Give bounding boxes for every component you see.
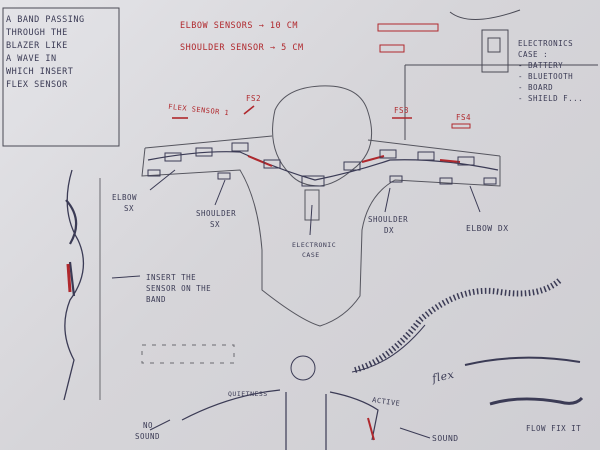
flow-fix-label: FLOW FIX IT	[526, 422, 581, 435]
electronic-case-label: ELECTRONIC CASE	[292, 240, 336, 260]
intro-note: A BAND PASSING THROUGH THE BLAZER LIKE A…	[6, 14, 85, 92]
wavy-band	[355, 280, 560, 370]
flow-band	[490, 398, 582, 404]
figure-head	[291, 356, 315, 380]
figure-body	[182, 390, 378, 450]
shoulder-sensor-note: SHOULDER SENSOR → 5 CM	[180, 42, 304, 55]
label-line: NO	[135, 420, 160, 431]
insert-line: SENSOR ON THE	[146, 283, 211, 294]
label-line: DX	[368, 225, 408, 236]
label-line: SHOULDER	[368, 214, 408, 225]
insert-line: INSERT THE	[146, 272, 211, 283]
shoulder-dx-label: SHOULDER DX	[368, 214, 408, 236]
elbow-sensors-note: ELBOW SENSORS → 10 CM	[180, 20, 298, 33]
insert-arrow	[112, 276, 140, 278]
elbow-dx-label: ELBOW DX	[466, 222, 509, 235]
figure-arrows	[150, 420, 430, 438]
intro-line: FLEX SENSOR	[6, 79, 85, 92]
shoulder-sensor-bar	[380, 45, 404, 52]
case-item: - BATTERY	[518, 60, 583, 71]
fs2-label: FS2	[246, 92, 261, 105]
sensor-segment-1	[248, 156, 272, 166]
intro-line: BLAZER LIKE	[6, 40, 85, 53]
label-line: SHOULDER	[196, 208, 236, 219]
device-sketch	[482, 30, 508, 72]
no-sound-label: NO SOUND	[135, 420, 160, 442]
fs2-mark	[244, 106, 254, 114]
fs4-label: FS4	[456, 111, 471, 124]
electronics-case-note: ELECTRONICS CASE : - BATTERY - BLUETOOTH…	[518, 38, 583, 104]
intro-line: THROUGH THE	[6, 27, 85, 40]
case-item: - BLUETOOTH	[518, 71, 583, 82]
intro-line: A WAVE IN	[6, 53, 85, 66]
case-item: - SHIELD F...	[518, 93, 583, 104]
intro-line: WHICH INSERT	[6, 66, 85, 79]
elbow-sx-label: ELBOW SX	[112, 192, 137, 214]
fs3-label: FS3	[394, 104, 409, 117]
flex-band	[465, 358, 580, 365]
sound-label: SOUND	[432, 432, 459, 445]
elbow-sensor-bar	[378, 24, 438, 31]
fs4-mark	[452, 124, 470, 128]
label-line: CASE	[292, 250, 336, 260]
device-board	[488, 38, 500, 52]
label-line: ELBOW	[112, 192, 137, 203]
case-item: - BOARD	[518, 82, 583, 93]
insert-note: INSERT THE SENSOR ON THE BAND	[146, 272, 211, 305]
flat-band	[142, 345, 234, 363]
band-vertical-sensor	[68, 264, 70, 292]
quietness-label: QUIETNESS	[228, 388, 268, 401]
case-title: CASE :	[518, 49, 583, 60]
label-line: ELECTRONIC	[292, 240, 336, 250]
device-wire	[450, 10, 520, 20]
label-line: SX	[112, 203, 137, 214]
band-vertical-thick	[66, 200, 76, 296]
insert-line: BAND	[146, 294, 211, 305]
label-line: SOUND	[135, 431, 160, 442]
figure-arm-sensor	[368, 418, 374, 440]
case-title: ELECTRONICS	[518, 38, 583, 49]
intro-line: A BAND PASSING	[6, 14, 85, 27]
shoulder-sx-label: SHOULDER SX	[196, 208, 236, 230]
label-line: SX	[196, 219, 236, 230]
